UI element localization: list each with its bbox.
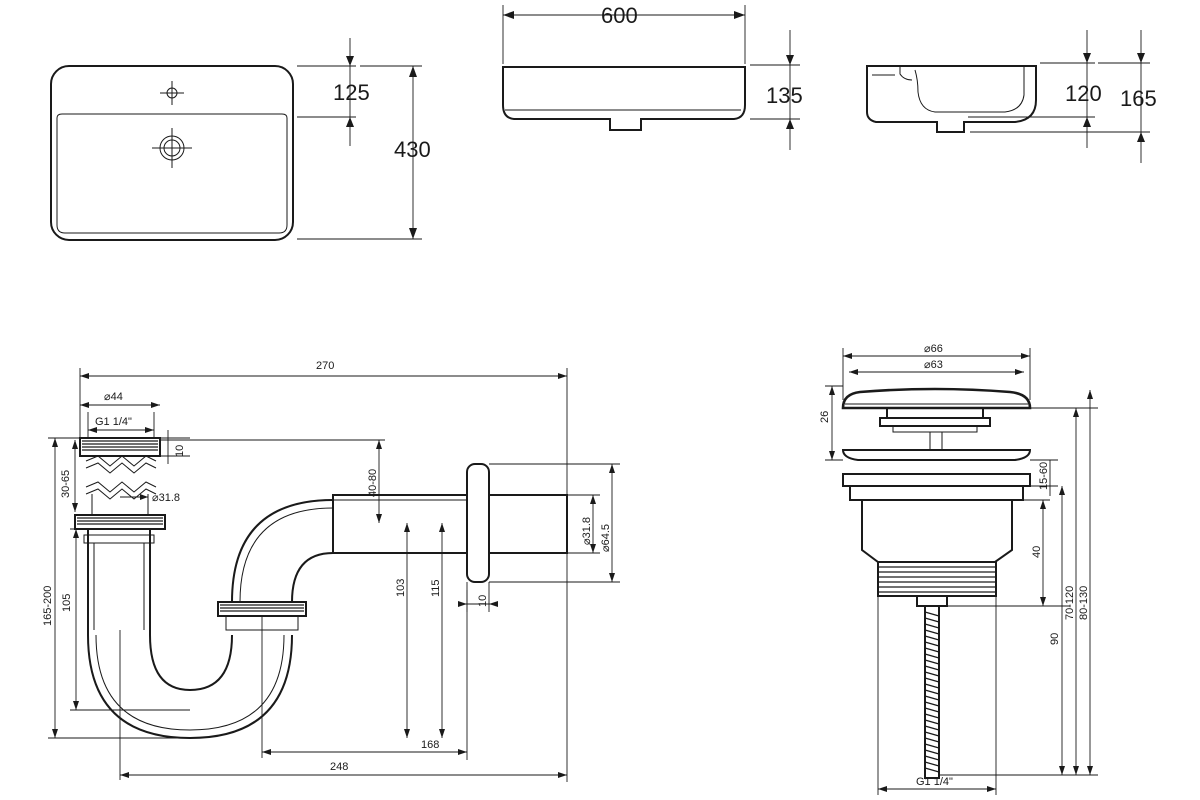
tap-hole-icon — [160, 81, 184, 105]
dim-siphon-outlet-to-wall: 248 — [330, 761, 348, 773]
basin-front-outline — [502, 66, 746, 131]
dim-siphon-flange-diameter: ⌀64.5 — [600, 524, 612, 552]
basin-bowl-outline — [56, 113, 288, 234]
dim-siphon-pipe-diameter: ⌀31.8 — [581, 517, 593, 545]
dim-basin-width: 600 — [601, 3, 638, 28]
drain-bolt — [916, 595, 948, 779]
siphon-drawing: 270 ⌀44 G1 1/4" 10 30-65 ⌀31.8 165-200 — [42, 360, 620, 782]
dim-drain-gap-range: 15-60 — [1038, 462, 1050, 490]
dim-siphon-tube-diameter: ⌀31.8 — [152, 492, 180, 504]
dim-siphon-flange-height: 115 — [430, 579, 442, 597]
dim-siphon-thread: G1 1/4" — [95, 416, 132, 428]
dim-basin-depth: 430 — [394, 137, 431, 162]
dim-drain-thread-height: 40 — [1031, 546, 1043, 558]
dim-basin-height: 135 — [766, 83, 803, 108]
dim-siphon-overall-height: 165-200 — [42, 586, 54, 626]
siphon-wall-flange — [466, 463, 490, 583]
dim-drain-stem-length: 90 — [1049, 633, 1061, 645]
dim-siphon-outlet-diameter: ⌀44 — [104, 391, 123, 403]
basin-side-view: 120 165 — [866, 30, 1157, 163]
basin-top-outline — [50, 65, 294, 241]
dim-basin-total-height: 165 — [1120, 86, 1157, 111]
dim-siphon-pipe-height: 103 — [395, 579, 407, 597]
siphon-wall-pipe — [332, 494, 468, 554]
dim-drain-thread: G1 1/4" — [916, 776, 953, 788]
siphon-middle-nut — [74, 514, 166, 530]
dim-drain-height-range-2: 80-130 — [1078, 586, 1090, 620]
basin-top-view: 125 430 — [50, 38, 431, 241]
drain-valve-drawing: ⌀66 ⌀63 26 15-60 40 90 70- — [819, 343, 1098, 795]
siphon-elbow — [231, 499, 334, 603]
siphon-right-nut — [217, 601, 307, 617]
dim-basin-tap-offset: 125 — [333, 80, 370, 105]
dim-siphon-wall-offset: 40-80 — [367, 469, 379, 497]
drain-hole-icon — [152, 128, 192, 168]
dim-drain-cap-height: 26 — [819, 411, 831, 423]
dim-siphon-trap-to-wall: 168 — [421, 739, 439, 751]
dim-siphon-flange-thickness: 10 — [477, 595, 489, 607]
dim-siphon-telescope-range: 30-65 — [60, 470, 72, 498]
drain-flange — [841, 449, 1032, 461]
drain-thread — [877, 561, 997, 597]
drain-cap — [841, 387, 1032, 410]
dim-drain-cap-diameter: ⌀66 — [924, 343, 943, 355]
dim-drain-height-range-1: 70-120 — [1064, 586, 1076, 620]
dim-siphon-nut-height: 10 — [174, 445, 186, 457]
basin-side-outline — [866, 65, 1037, 133]
basin-front-view: 600 135 — [502, 3, 803, 150]
dim-drain-body-diameter: ⌀63 — [924, 359, 943, 371]
dim-siphon-total-length: 270 — [316, 360, 334, 372]
drain-body — [861, 499, 1013, 563]
dim-basin-bowl-height: 120 — [1065, 81, 1102, 106]
dim-siphon-inlet-height: 105 — [61, 594, 73, 612]
siphon-u-bend — [87, 634, 293, 740]
siphon-top-nut — [79, 437, 161, 457]
